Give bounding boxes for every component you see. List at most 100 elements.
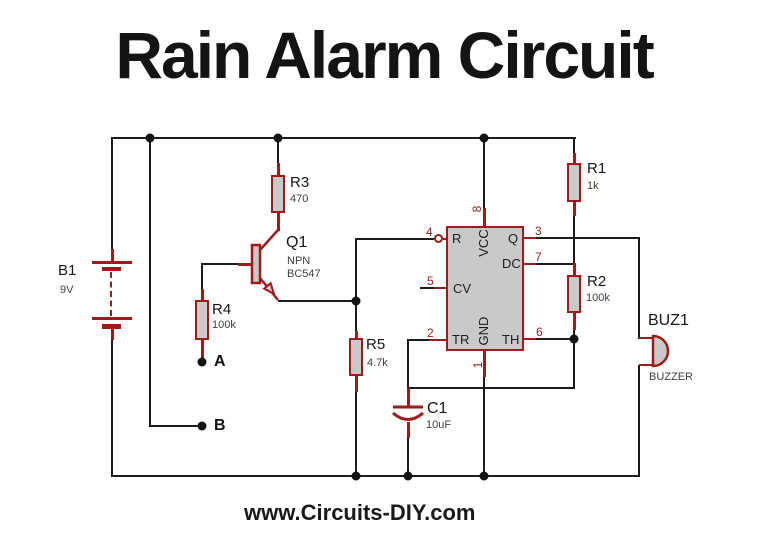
capacitor-symbol: [392, 405, 424, 421]
probe-b-dot: [197, 421, 207, 431]
battery-plate-long: [92, 261, 132, 264]
wire: [201, 263, 203, 289]
ic-pin-number: 2: [427, 326, 434, 340]
battery-lead: [111, 249, 114, 262]
ic-pin-name-reset: R: [452, 231, 462, 246]
wire: [202, 263, 239, 265]
probe-a-label: A: [214, 353, 226, 370]
c1-ref: C1: [427, 400, 448, 417]
r3-ref: R3: [290, 174, 310, 191]
ic-pin-stub: [483, 351, 486, 377]
ic-pin-number: 7: [535, 250, 542, 264]
buzzer-symbol: [651, 334, 670, 368]
capacitor-lead: [407, 422, 410, 438]
wire: [638, 365, 640, 477]
junction-dot: [351, 296, 361, 306]
wire: [573, 137, 575, 153]
ic-pin-number: 5: [427, 274, 434, 288]
wire: [483, 377, 485, 476]
wire: [536, 263, 575, 265]
ic-pin-number: 4: [426, 225, 433, 239]
junction-dot: [273, 133, 283, 143]
wire: [355, 301, 357, 331]
buzzer-type: BUZZER: [649, 371, 693, 383]
r1-value: 1k: [587, 180, 599, 192]
wire: [536, 237, 640, 239]
resistor-lead: [277, 163, 280, 175]
transistor-symbol: [250, 229, 279, 301]
resistor-lead: [355, 376, 358, 392]
wire: [355, 392, 357, 476]
r2-value: 100k: [586, 292, 610, 304]
wire: [407, 339, 409, 388]
ic-pin-number: 1: [471, 361, 485, 369]
r5-ref: R5: [366, 336, 386, 353]
resistor-lead: [201, 289, 204, 300]
battery-value: 9V: [60, 284, 74, 296]
ic-pin-name-threshold: TH: [502, 332, 520, 347]
base-lead: [238, 263, 253, 266]
wire: [408, 339, 429, 341]
wire: [638, 237, 640, 339]
wire: [536, 338, 573, 340]
junction-dot: [569, 334, 579, 344]
resistor-r1: [567, 163, 581, 202]
ic-pin-name-output: Q: [508, 231, 519, 246]
battery-cell-dashes: [110, 272, 112, 316]
resistor-lead: [573, 153, 576, 163]
wire: [420, 287, 434, 289]
junction-dot: [479, 133, 489, 143]
wire: [355, 238, 357, 302]
buzzer-ref: BUZ1: [648, 312, 689, 329]
resistor-lead: [573, 313, 576, 330]
resistor-lead: [201, 340, 204, 358]
q1-type: NPN: [287, 255, 311, 267]
ic-pin-number: 6: [536, 325, 543, 339]
ic-pin-name-trigger: TR: [452, 332, 470, 347]
reset-pin-inversion-bubble: [434, 234, 443, 243]
resistor-r5: [349, 338, 363, 376]
battery-plate-long: [92, 317, 132, 320]
ic-pin-stub: [522, 262, 536, 265]
wire: [278, 300, 356, 302]
ic-pin-name-discharge: DC: [502, 256, 521, 271]
ic-pin-stub: [429, 338, 447, 341]
ic-pin-number: 3: [535, 224, 542, 238]
resistor-lead: [573, 263, 576, 275]
capacitor-lead: [407, 388, 410, 408]
wire: [111, 137, 113, 249]
q1-part: BC547: [287, 268, 321, 280]
wire: [112, 137, 576, 139]
ic-pin-stub: [443, 237, 448, 240]
wire: [111, 339, 113, 476]
wire: [149, 425, 202, 427]
buzzer-lead: [639, 363, 654, 366]
wire: [356, 238, 434, 240]
wire: [573, 339, 575, 389]
ic-pin-stub: [522, 337, 536, 340]
r5-value: 4.7k: [367, 357, 388, 369]
ic-pin-name-cv: CV: [453, 281, 472, 296]
ic-pin-name-vcc: VCC: [476, 229, 491, 257]
junction-dot: [479, 471, 489, 481]
wire: [407, 387, 575, 389]
c1-value: 10uF: [426, 419, 452, 431]
battery-plate-short: [102, 267, 121, 271]
r4-ref: R4: [212, 301, 232, 318]
battery-ref: B1: [58, 262, 77, 279]
resistor-lead: [573, 202, 576, 216]
probe-a-dot: [197, 357, 207, 367]
junction-dot: [351, 471, 361, 481]
r4-value: 100k: [212, 319, 236, 331]
page-title: Rain Alarm Circuit: [115, 18, 654, 92]
wire: [277, 137, 279, 163]
resistor-lead: [277, 213, 280, 231]
ic-pin-stub: [483, 208, 486, 226]
r2-ref: R2: [587, 273, 607, 290]
timer-ic-body: [446, 226, 524, 351]
probe-b-label: B: [214, 417, 226, 434]
ic-pin-stub: [522, 236, 536, 239]
wire: [407, 438, 409, 476]
battery-lead: [111, 329, 114, 340]
